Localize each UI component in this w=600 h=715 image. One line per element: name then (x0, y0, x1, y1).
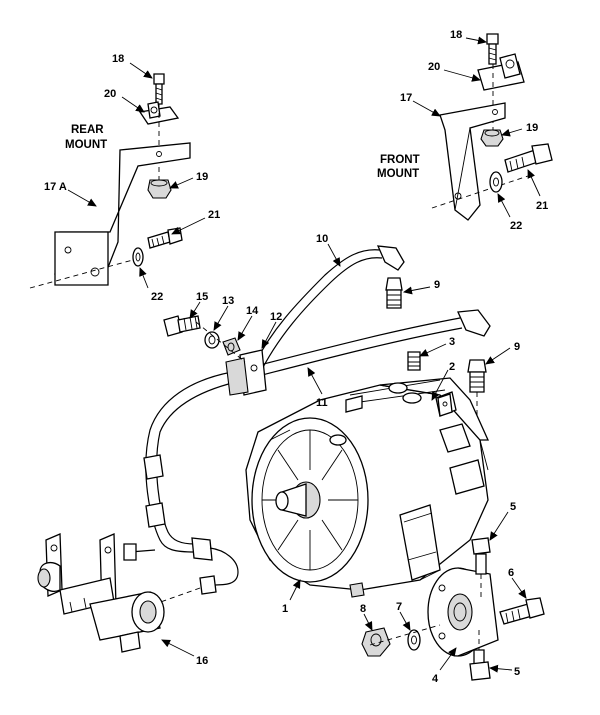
front-mount-washer-22 (489, 171, 503, 193)
callout-3: 3 (449, 336, 455, 348)
rear-mount-bolt-18 (153, 73, 165, 105)
callout-19-front: 19 (526, 122, 538, 134)
callout-18-front: 18 (450, 29, 462, 41)
front-mount-bolt-18 (486, 33, 499, 65)
rear-mount-heading-line2: MOUNT (65, 139, 107, 151)
hose-to-valve (109, 371, 239, 621)
rear-mount-assembly: REAR MOUNT (29, 73, 191, 289)
front-mount-heading-line2: MOUNT (377, 168, 419, 180)
rear-mount-nut-19 (147, 179, 172, 199)
callout-20-rear: 20 (104, 88, 116, 100)
callout-6: 6 (508, 567, 514, 579)
front-mount-nut-19 (480, 129, 504, 147)
callout-15: 15 (196, 291, 208, 303)
front-mount-bracket-17 (431, 102, 529, 221)
callout-12: 12 (270, 311, 282, 323)
bolt-5-lower (469, 630, 491, 681)
transmission-housing-1 (245, 377, 490, 598)
callout-20-front: 20 (428, 61, 440, 73)
callout-2: 2 (449, 361, 455, 373)
callout-16: 16 (196, 655, 208, 667)
callout-5-upper: 5 (510, 501, 516, 513)
callout-5-lower: 5 (514, 666, 520, 678)
front-mount-heading-line1: FRONT (380, 154, 420, 166)
callout-13: 13 (222, 295, 234, 307)
output-flange-4 (427, 567, 499, 657)
rear-mount-washer-22 (132, 247, 144, 267)
callout-21-rear: 21 (208, 209, 220, 221)
front-mount-bolt-21 (504, 143, 553, 173)
fitting-9-upper (385, 277, 403, 309)
bracket-2 (437, 393, 453, 417)
callout-leaders (67, 36, 541, 673)
callout-18-rear: 18 (112, 53, 124, 65)
callout-4: 4 (432, 673, 439, 685)
callout-9-upper: 9 (434, 279, 440, 291)
rear-mount-heading-line1: REAR (71, 124, 104, 136)
rear-mount-bracket-17a (29, 142, 191, 289)
washer-13 (204, 331, 220, 349)
bolt-5-upper (471, 537, 491, 600)
clamp-hardware (163, 315, 267, 396)
callout-14: 14 (246, 305, 259, 317)
fitting-9-lower (467, 359, 487, 450)
clamp-centerline (195, 321, 246, 363)
rear-mount-bolt-21 (147, 227, 183, 249)
callout-22-rear: 22 (151, 291, 163, 303)
screw-15 (163, 315, 201, 337)
valve-assembly-16 (37, 533, 165, 653)
bolt-6 (499, 597, 545, 625)
clamp-12 (225, 349, 267, 396)
washer-7 (407, 629, 421, 651)
front-mount-assembly: FRONT MOUNT (377, 33, 553, 221)
callout-17a: 17 A (44, 181, 67, 193)
flange-centerline (369, 624, 441, 646)
callout-10: 10 (316, 233, 328, 245)
callout-7: 7 (396, 601, 402, 613)
callout-numbers: 18 20 19 17 A 21 22 18 20 17 19 21 22 10… (44, 29, 548, 685)
callout-21-front: 21 (536, 200, 548, 212)
nut-8 (361, 627, 391, 657)
callout-11: 11 (316, 397, 328, 409)
callout-8: 8 (360, 603, 366, 615)
callout-1: 1 (282, 603, 288, 615)
callout-9-lower: 9 (514, 341, 520, 353)
front-mount-clamp-20 (477, 53, 525, 91)
fitting-3 (407, 351, 421, 371)
callout-17-front: 17 (400, 92, 412, 104)
callout-19-rear: 19 (196, 171, 208, 183)
callout-22-front: 22 (510, 220, 522, 232)
